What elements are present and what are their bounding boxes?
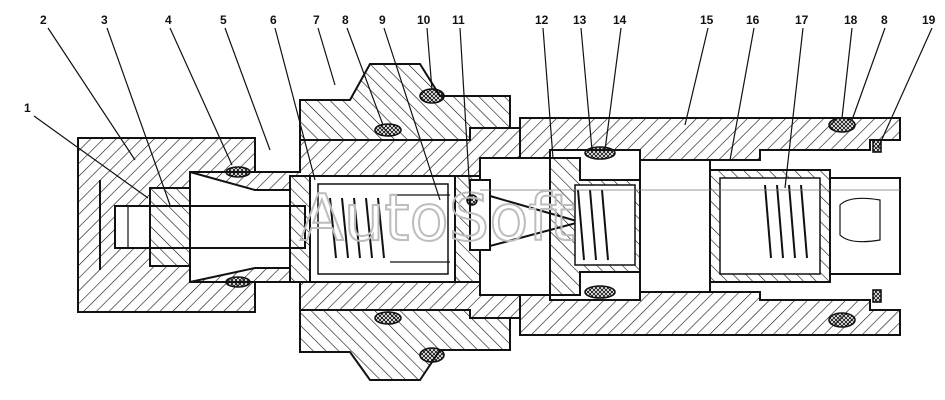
piston-bore <box>639 159 901 293</box>
callout-14: 14 <box>613 13 627 27</box>
spring-chamber <box>309 175 456 283</box>
valve-seat <box>549 157 641 296</box>
callout-1: 1 <box>24 101 31 115</box>
callout-13: 13 <box>573 13 587 27</box>
callout-4: 4 <box>165 13 172 27</box>
right-housing <box>519 117 901 336</box>
needle-valve <box>466 179 584 251</box>
callout-8a: 8 <box>342 13 349 27</box>
callout-10: 10 <box>417 13 431 27</box>
callout-15: 15 <box>700 13 714 27</box>
adjusting-screw <box>114 187 306 267</box>
callout-16: 16 <box>746 13 760 27</box>
callout-labels: 1 2 3 4 5 6 7 8 9 10 11 12 13 14 15 16 1… <box>24 13 936 115</box>
callout-6: 6 <box>270 13 277 27</box>
callout-18: 18 <box>844 13 858 27</box>
callout-19: 19 <box>922 13 936 27</box>
leader-lines <box>33 27 933 206</box>
callout-11: 11 <box>452 13 465 27</box>
callout-7: 7 <box>313 13 320 27</box>
callout-2: 2 <box>40 13 47 27</box>
callout-5: 5 <box>220 13 227 27</box>
callout-12: 12 <box>535 13 549 27</box>
callout-17: 17 <box>795 13 809 27</box>
callout-9: 9 <box>379 13 386 27</box>
callout-8b: 8 <box>881 13 888 27</box>
callout-3: 3 <box>101 13 108 27</box>
